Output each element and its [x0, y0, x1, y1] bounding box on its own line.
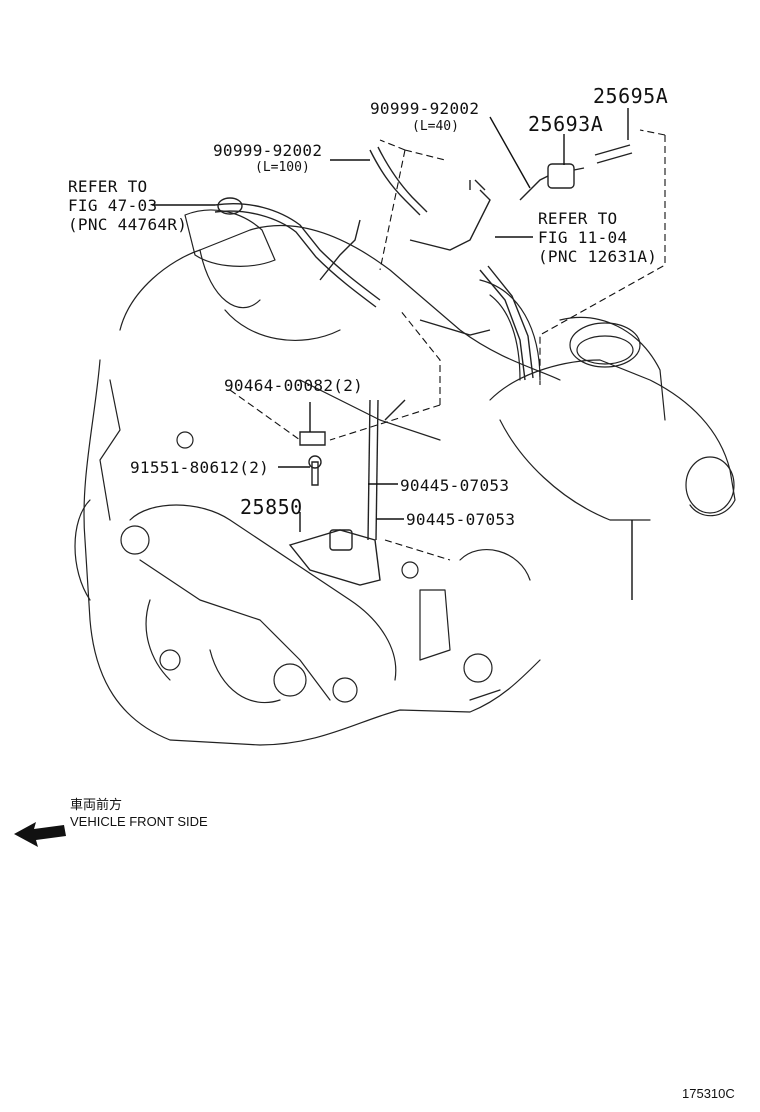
hose-length-100: (L=100) — [255, 160, 310, 175]
refer-fig-11-04-line3: (PNC 12631A) — [538, 247, 658, 266]
part-number-25695a: 25695A — [593, 84, 669, 108]
hose-length-40: (L=40) — [412, 119, 459, 134]
refer-fig-47-03-line1: REFER TO — [68, 177, 148, 196]
part-number-90464: 90464-00082(2) — [224, 376, 364, 395]
engine-illustration — [74, 209, 736, 746]
part-number-90999-left: 90999-92002 — [213, 141, 323, 160]
refer-fig-11-04-line2: FIG 11-04 — [538, 228, 628, 247]
leader-lines — [152, 108, 633, 600]
part-number-91551: 91551-80612(2) — [130, 458, 270, 477]
vehicle-front-side-label: VEHICLE FRONT SIDE — [70, 814, 208, 829]
refer-fig-11-04-line1: REFER TO — [538, 209, 618, 228]
part-number-90445-b: 90445-07053 — [406, 510, 516, 529]
arrow-left-icon — [14, 822, 66, 847]
hose-assembly — [214, 144, 633, 586]
refer-fig-47-03-line2: FIG 47-03 — [68, 196, 158, 215]
vehicle-front-jp: 車両前方 — [70, 798, 123, 813]
part-number-90445-a: 90445-07053 — [400, 476, 510, 495]
part-number-25850: 25850 — [240, 495, 303, 519]
refer-fig-47-03-line3: (PNC 44764R) — [68, 215, 188, 234]
figure-code: 175310C — [682, 1086, 735, 1101]
part-number-25693a: 25693A — [528, 112, 604, 136]
dashed-callouts — [229, 129, 666, 561]
part-number-90999-top: 90999-92002 — [370, 99, 480, 118]
